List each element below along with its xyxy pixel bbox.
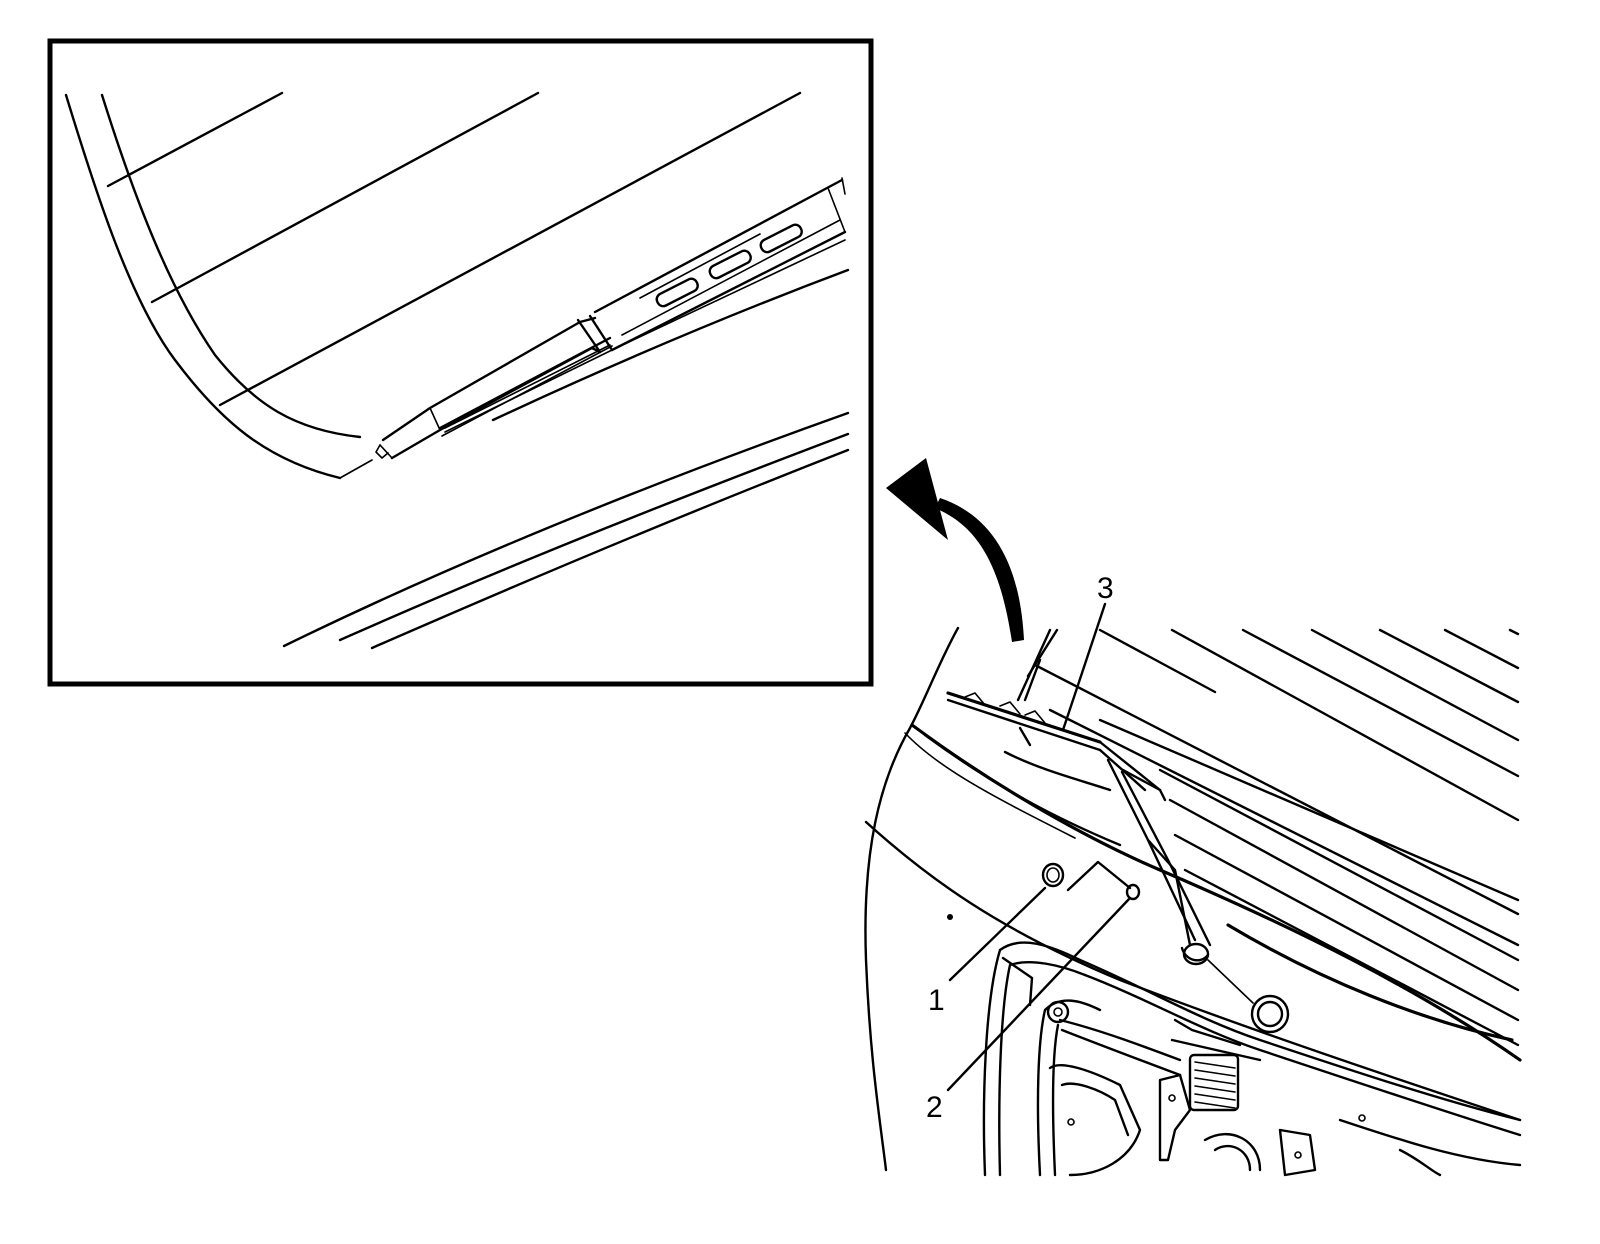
pivot-nut — [1207, 959, 1290, 1034]
inset-wiper-arm — [379, 314, 614, 460]
callout-3-leader — [1061, 602, 1107, 732]
inset-body-line — [282, 411, 850, 648]
liftgate-inner-panel — [982, 941, 1522, 1177]
callout-3: 3 — [1061, 572, 1114, 732]
arrow-head — [886, 458, 948, 540]
inset-glass-edge-outer — [64, 93, 342, 480]
callout-1: 1 — [928, 886, 1047, 1017]
liftgate-outer-edge — [864, 626, 960, 1172]
inset-defroster-line — [218, 91, 802, 407]
detail-arrow — [886, 458, 1024, 642]
arrow-body — [935, 498, 1024, 642]
inset-defroster-line — [150, 91, 540, 304]
callout-1-leader — [948, 886, 1047, 982]
inset-body-line — [491, 268, 850, 422]
inset-defroster-line — [106, 91, 284, 188]
inset-frame — [47, 38, 874, 687]
callout-1-label: 1 — [928, 984, 945, 1017]
wiper-blade — [946, 691, 1112, 792]
inset-glass-edge-inner — [100, 93, 362, 439]
inset-wiper-blade — [444, 177, 847, 433]
wiper-arm-cap — [1041, 862, 1065, 888]
defroster-grid — [1033, 628, 1520, 1047]
callout-2-leader — [946, 896, 1132, 1092]
liftgate-panel-edge — [864, 820, 1522, 1122]
callout-2: 2 — [926, 896, 1132, 1124]
inset-body-line — [338, 432, 850, 642]
wiper-arm — [1098, 740, 1212, 966]
callout-2-label: 2 — [926, 1091, 943, 1124]
liftgate-release-switch — [1188, 1053, 1240, 1112]
detail-inset — [47, 38, 874, 687]
inset-body-line — [370, 448, 850, 650]
wiper-arm-nut — [1066, 860, 1141, 901]
callout-3-label: 3 — [1097, 572, 1114, 605]
liftgate-view — [864, 626, 1522, 1177]
